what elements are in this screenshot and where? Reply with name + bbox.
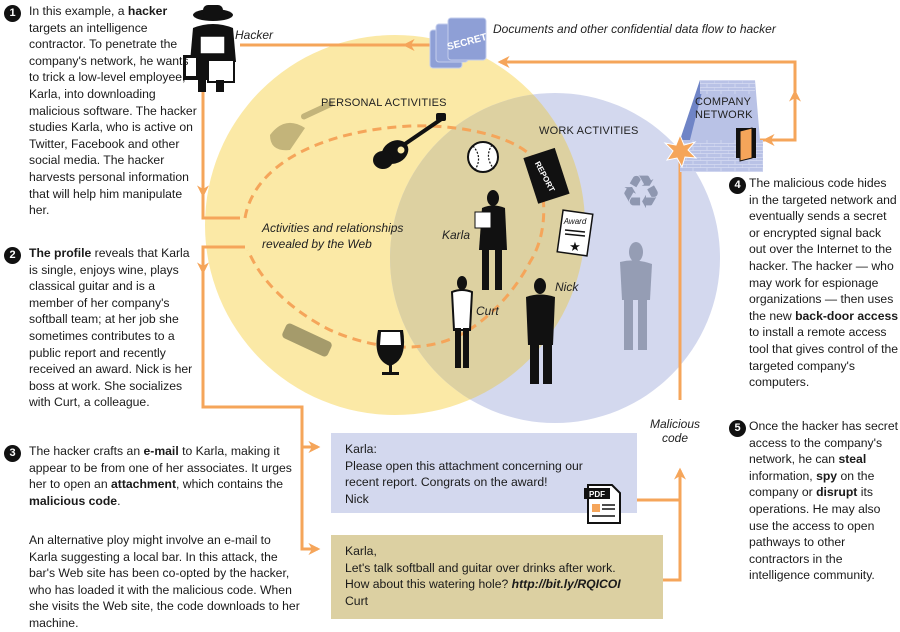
step-keyword: steal: [838, 452, 867, 467]
step-text-segment: its operations. He may also use the acce…: [749, 485, 881, 583]
nick-figure-icon: [526, 278, 555, 384]
email-line: Curt: [345, 593, 369, 608]
award-label: Award: [563, 217, 587, 226]
malicious-label-line: code: [661, 431, 689, 445]
step-5-badge: 5: [729, 420, 746, 437]
email-line: How about this watering hole? http://bit…: [345, 576, 663, 593]
email-line: Please open this attachment concerning o…: [345, 458, 583, 473]
step-3-text: The hacker crafts an e-mail to Karla, ma…: [29, 443, 299, 509]
pdf-attachment-layer: PDF: [584, 484, 621, 524]
award-certificate-icon: Award ★: [556, 209, 594, 257]
breach-star-icon: [663, 133, 698, 169]
karla-label: Karla: [442, 228, 471, 242]
email-line: recent report. Congrats on the award!: [345, 475, 548, 490]
step-2-text: The profile reveals that Karla is single…: [29, 245, 201, 411]
step-keyword: spy: [816, 468, 838, 483]
garden-trowel-icon: [270, 101, 334, 151]
step-keyword: back-door access: [795, 308, 899, 323]
step-text-segment: .: [117, 493, 121, 508]
step-text-segment: to Karla, making it appear to be from on…: [29, 444, 292, 492]
softball-icon: [467, 141, 499, 173]
curt-figure-icon: [450, 276, 474, 368]
report-book-icon: REPORT: [523, 147, 570, 204]
wine-glass-icon: [376, 330, 405, 375]
overlap-region: [390, 93, 585, 415]
revealed-label-line: revealed by the Web: [262, 237, 372, 251]
star-icon: ★: [569, 239, 581, 254]
step-3-badge: 3: [4, 445, 21, 462]
hacker-figure-icon: [183, 5, 236, 92]
malicious-label-line: Malicious: [650, 417, 701, 431]
svg-text:♻: ♻: [620, 166, 661, 218]
step-keyword: hacker: [127, 4, 168, 18]
recycle-icon: ♻: [620, 166, 661, 218]
step-text-segment: targets an intelligence contractor. To p…: [29, 20, 197, 218]
work-activities-label: WORK ACTIVITIES: [539, 125, 639, 137]
step-4-text: The malicious code hides in the targeted…: [749, 175, 899, 391]
step-keyword: The profile: [29, 246, 92, 260]
email-from-nick: Karla: Please open this attachment conce…: [331, 433, 637, 513]
revealed-label-line: Activities and relationships: [262, 221, 404, 235]
karla-figure-icon: [474, 190, 507, 290]
pdf-attachment-icon[interactable]: PDF: [584, 484, 621, 524]
step-text-segment: on the company or: [749, 468, 875, 500]
email-text: How about this watering hole?: [345, 577, 512, 592]
secret-documents-icon: SECRET: [429, 17, 488, 69]
email-line: Karla,: [345, 544, 377, 558]
step-1-badge: 1: [4, 5, 21, 22]
step-5-text: Once the hacker has secret access to the…: [749, 418, 899, 584]
step-keyword: disrupt: [816, 485, 858, 500]
back-door-icon: [736, 127, 756, 162]
guitar-icon: [373, 113, 446, 169]
personal-activities-label: PERSONAL ACTIVITIES: [321, 97, 447, 109]
profile-to-email-line: [197, 245, 245, 275]
watering-hole-link[interactable]: http://bit.ly/RQICOI: [511, 577, 621, 592]
step-4-badge: 4: [729, 177, 746, 194]
step-text-segment: information,: [749, 468, 817, 483]
revealed-label: Activities and relationships revealed by…: [262, 220, 403, 252]
step-text-segment: , which contains the: [176, 477, 284, 492]
curt-label: Curt: [476, 304, 499, 318]
step-text-segment: reveals that Karla is single, enjoys win…: [29, 246, 193, 410]
step-text-segment: The malicious code hides in the targeted…: [749, 176, 897, 323]
company-label-line: NETWORK: [695, 109, 753, 121]
step-keyword: attachment: [111, 477, 177, 492]
pdf-label: PDF: [589, 490, 605, 499]
company-label-line: COMPANY: [695, 96, 752, 108]
step-text-segment: In this example, a: [29, 4, 128, 18]
step-text-segment: The hacker crafts an: [29, 444, 144, 458]
relationships-dashed-curve: [243, 124, 546, 349]
step-3-extra-text: An alternative ploy might involve an e-m…: [29, 533, 300, 630]
nick-label: Nick: [555, 280, 579, 294]
tv-remote-icon: [282, 323, 332, 357]
step-keyword: malicious code: [29, 493, 118, 508]
step-2-badge: 2: [4, 247, 21, 264]
hacker-label: Hacker: [235, 28, 274, 42]
email-line: Nick: [345, 491, 369, 506]
step-text-segment: Once the hacker has secret access to the…: [749, 419, 899, 467]
data-flow-label: Documents and other confidential data fl…: [493, 22, 776, 36]
email-line: Let's talk softball and guitar over drin…: [345, 560, 616, 575]
step-text-segment: to install a remote access tool that giv…: [749, 325, 899, 390]
company-network-label: COMPANY NETWORK: [695, 96, 753, 122]
step-1-text: In this example, a hacker targets an int…: [29, 3, 197, 219]
email-line: Karla:: [345, 442, 377, 456]
malicious-code-label: Malicious code: [650, 417, 700, 445]
email-from-curt: Karla, Let's talk softball and guitar ov…: [331, 535, 663, 619]
step-keyword: e-mail: [143, 444, 179, 458]
coworker-figure-icon: [620, 242, 652, 350]
